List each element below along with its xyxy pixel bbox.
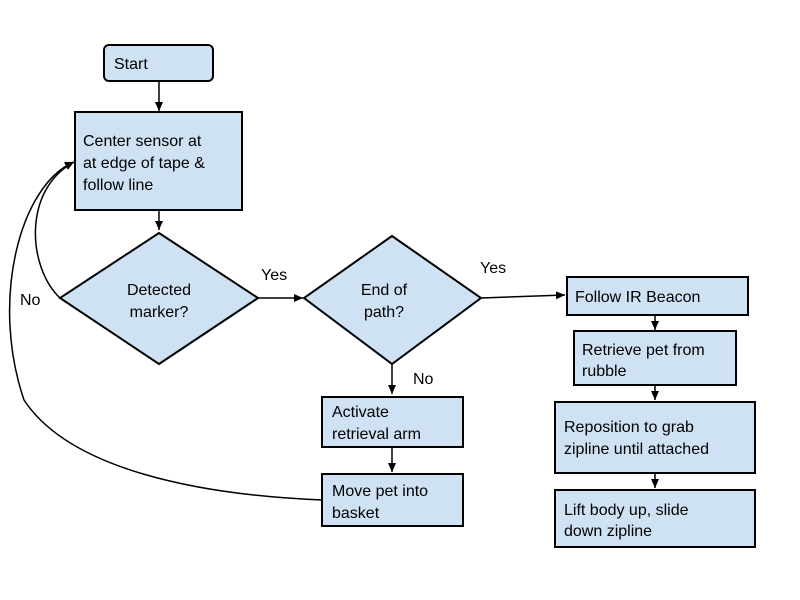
node-lift-body: Lift body up, slide down zipline	[554, 489, 756, 548]
label-line: down zipline	[564, 523, 652, 540]
node-reposition: Reposition to grab zipline until attached	[554, 401, 756, 474]
node-center-sensor: Center sensor at at edge of tape & follow …	[74, 111, 243, 211]
node-follow-ir-beacon-label: Follow IR Beacon	[575, 289, 700, 306]
label-line: Move pet into	[332, 483, 428, 500]
edge-move-back-loop	[8, 161, 323, 501]
node-activate-arm-label: Activate retrieval arm	[332, 404, 421, 443]
node-detected-marker-label: Detected marker?	[127, 282, 191, 321]
node-move-pet: Move pet into basket	[321, 473, 464, 527]
node-end-of-path-label: End of path?	[361, 282, 408, 321]
node-activate-arm: Activate retrieval arm	[321, 396, 464, 448]
edge-detected-no-loop	[34, 161, 75, 299]
label-line: End of	[361, 282, 408, 299]
edge-label-detected-yes: Yes	[261, 267, 287, 284]
node-detected-marker: Detected marker?	[58, 231, 260, 366]
label-line: retrieval arm	[332, 426, 421, 443]
edge-label-detected-no: No	[20, 292, 41, 309]
edge-label-end-no: No	[413, 371, 434, 388]
label-line: at edge of tape &	[83, 155, 205, 172]
label-line: Follow IR Beacon	[575, 289, 700, 306]
node-center-sensor-label: Center sensor at at edge of tape & follow …	[83, 133, 205, 194]
edges	[8, 81, 659, 501]
node-retrieve-pet: Retrieve pet from rubble	[573, 330, 737, 386]
node-lift-body-label: Lift body up, slide down zipline	[564, 502, 689, 540]
label-line: Activate	[332, 404, 389, 421]
edge-end-yes	[480, 291, 566, 300]
node-follow-ir-beacon: Follow IR Beacon	[566, 276, 749, 316]
label-line: basket	[332, 505, 380, 522]
node-start-label: Start	[114, 56, 148, 73]
label-line: follow line	[83, 177, 153, 194]
label-line: zipline until attached	[564, 441, 709, 458]
node-end-of-path: End of path?	[302, 234, 483, 366]
label-line: Retrieve pet from	[582, 342, 705, 359]
node-reposition-label: Reposition to grab zipline until attached	[564, 419, 709, 458]
label-line: path?	[364, 304, 404, 321]
label-line: rubble	[582, 363, 627, 380]
label-line: Center sensor at	[83, 133, 202, 150]
node-start: Start	[103, 44, 214, 82]
node-move-pet-label: Move pet into basket	[332, 483, 428, 522]
label-line: Detected	[127, 282, 191, 299]
edge-label-end-yes: Yes	[480, 260, 506, 277]
label-line: Reposition to grab	[564, 419, 694, 436]
label-line: Start	[114, 56, 148, 73]
label-line: Lift body up, slide	[564, 502, 689, 519]
node-retrieve-pet-label: Retrieve pet from rubble	[582, 342, 705, 380]
label-line: marker?	[130, 304, 189, 321]
